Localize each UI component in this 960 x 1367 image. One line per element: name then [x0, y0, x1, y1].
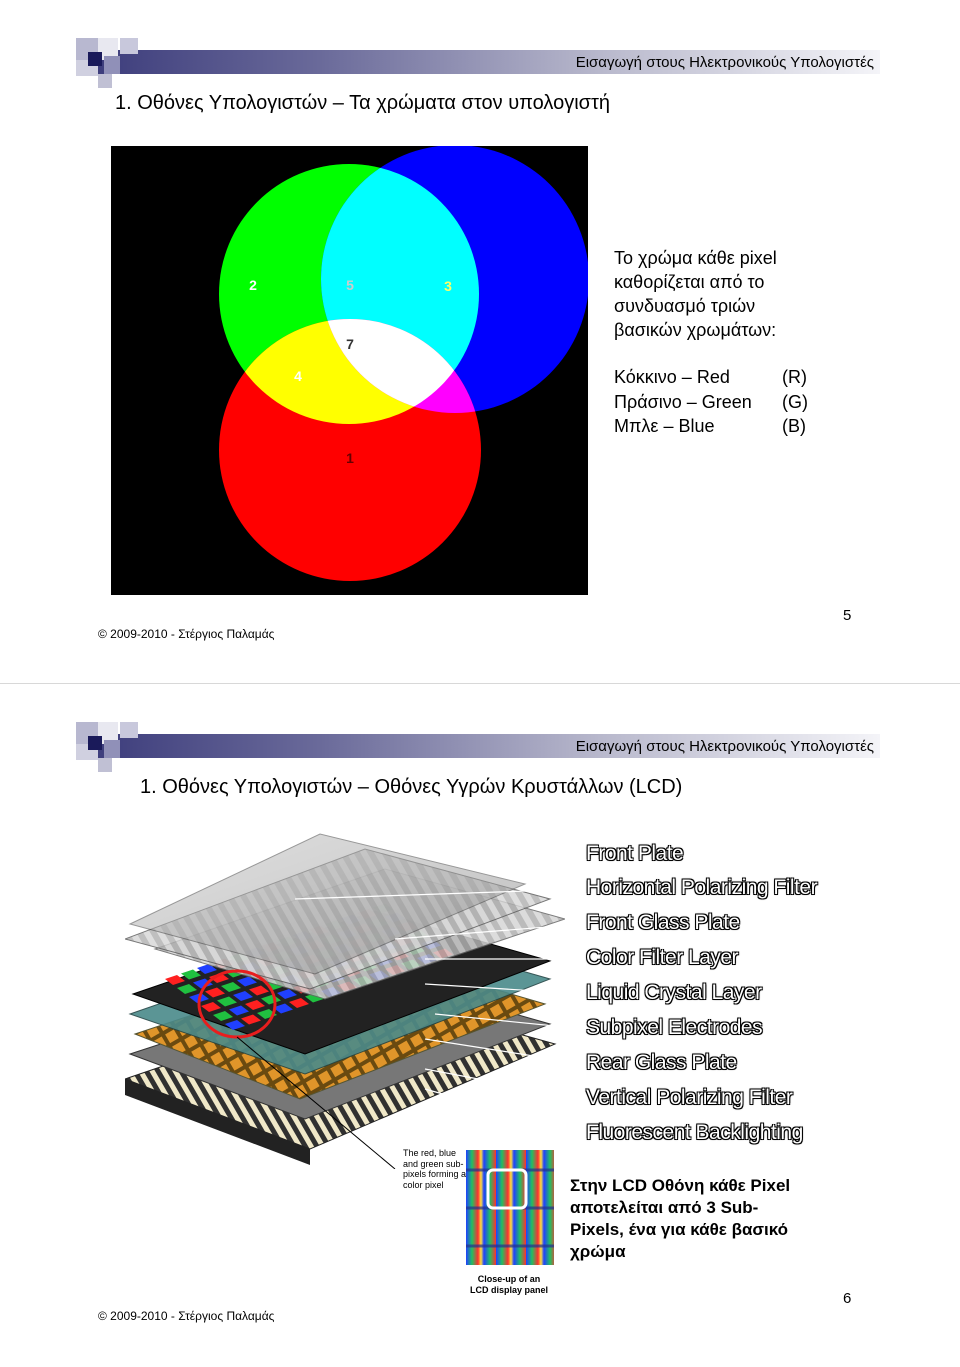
- layer-label-fluorescent-backlighting: Fluorescent Backlighting: [586, 1121, 803, 1144]
- layer-label-liquid-crystal-layer: Liquid Crystal Layer: [586, 981, 762, 1004]
- pixel-highlight-box: [486, 1168, 528, 1210]
- lcd-pixel-description: Στην LCD Οθόνη κάθε Pixel αποτελείται απ…: [570, 1176, 791, 1261]
- footer-copyright: © 2009-2010 - Στέργιος Παλαμάς: [98, 627, 275, 641]
- layer-label-subpixel-electrodes: Subpixel Electrodes: [586, 1016, 763, 1039]
- footer-copyright: © 2009-2010 - Στέργιος Παλαμάς: [98, 1309, 275, 1323]
- slide-logo: [76, 722, 140, 774]
- white-region: [321, 319, 479, 413]
- venn-label-1: 1: [346, 450, 354, 466]
- layer-label-color-filter-layer: Color Filter Layer: [586, 946, 739, 969]
- layer-label-horizontal-polarizing-filter: Horizontal Polarizing Filter: [586, 876, 818, 899]
- layer-label-front-glass-plate: Front Glass Plate: [586, 911, 740, 934]
- pixel-color-description: Το χρώμα κάθε pixel καθορίζεται από το σ…: [614, 248, 777, 340]
- venn-label-2: 2: [249, 277, 257, 293]
- page-separator: [0, 683, 960, 684]
- layer-label-vertical-polarizing-filter: Vertical Polarizing Filter: [586, 1086, 793, 1109]
- course-title: Εισαγωγή στους Ηλεκτρονικούς Υπολογιστές: [575, 54, 874, 71]
- page-number: 6: [843, 1290, 852, 1307]
- venn-label-7: 7: [346, 336, 354, 352]
- lcd-closeup-image: [466, 1150, 554, 1265]
- subpixel-note: The red, blue and green sub- pixels form…: [403, 1148, 467, 1190]
- layer-pointer-lines: [294, 889, 565, 1164]
- venn-label-3: 3: [444, 278, 452, 294]
- rgb-venn-diagram: 1 2 3 4 5 6 7: [111, 146, 588, 595]
- layer-label-front-plate: Front Plate: [586, 842, 684, 865]
- header-bar: [80, 50, 880, 74]
- lcd-layers-diagram: [125, 833, 565, 1169]
- slide-5: Εισαγωγή στους Ηλεκτρονικούς Υπολογιστές…: [0, 0, 960, 683]
- closeup-caption: Close-up of an LCD display panel: [469, 1274, 549, 1295]
- slide-6: Εισαγωγή στους Ηλεκτρονικούς Υπολογιστές…: [0, 684, 960, 1367]
- front-plate-layer: [128, 833, 527, 975]
- venn-label-5: 5: [346, 277, 354, 293]
- slide-logo: [76, 38, 140, 90]
- slide-title: 1. Οθόνες Υπολογιστών – Τα χρώματα στον …: [115, 92, 611, 114]
- layer-label-rear-glass-plate: Rear Glass Plate: [586, 1051, 737, 1074]
- header-bar: [80, 734, 880, 758]
- pointer-arrow: [236, 1036, 396, 1169]
- course-title: Εισαγωγή στους Ηλεκτρονικούς Υπολογιστές: [575, 738, 874, 755]
- venn-label-6: 6: [398, 369, 406, 385]
- slide-title: 1. Οθόνες Υπολογιστών – Οθόνες Υγρών Κρυ…: [140, 776, 683, 798]
- venn-label-4: 4: [294, 368, 302, 384]
- page-number: 5: [843, 607, 852, 624]
